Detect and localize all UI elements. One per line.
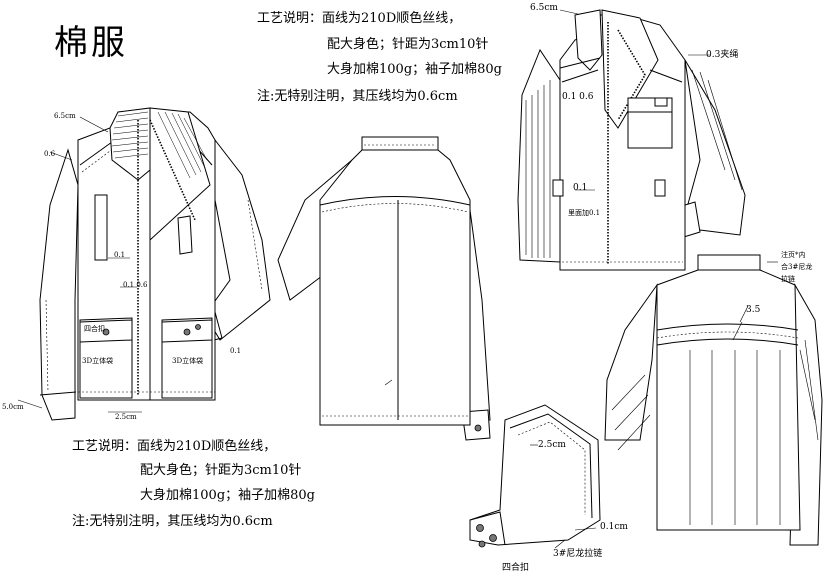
- label-front-pocket-right: 3D立体袋: [172, 357, 204, 365]
- label-front-center: 0.1 0.6: [123, 281, 148, 289]
- label-front-cuff-side: 0.1: [230, 347, 242, 355]
- page-title: 棉服: [54, 23, 128, 63]
- cuff-detail-sketch: [469, 404, 601, 549]
- label-back-note-3: 拉链: [781, 275, 795, 283]
- label-inner-side: 0.1: [573, 183, 588, 193]
- label-front-pocket-flap: 四合扣: [84, 325, 105, 333]
- inner-view-sketch: [517, 9, 746, 271]
- back-view-sketch: [277, 136, 491, 441]
- label-front-hem-left: 5.0cm: [2, 403, 24, 411]
- label-inner-zip: 0.1 0.6: [562, 92, 594, 102]
- label-cuff-edge: 0.1cm: [600, 522, 628, 532]
- note-top-line-4: 注:无特别注明，其压线均为0.6cm: [257, 89, 458, 104]
- label-front-zip: 0.1: [114, 251, 126, 259]
- label-cuff-snap: 四合扣: [502, 563, 530, 573]
- label-inner-collar: 6.5cm: [530, 3, 558, 13]
- label-front-yoke: 0.6: [44, 150, 56, 158]
- note-bottom-line-1: 工艺说明：面线为210D顺色丝线，: [72, 439, 277, 454]
- note-bottom-line-4: 注:无特别注明，其压线均为0.6cm: [72, 514, 273, 529]
- front-view-sketch: [17, 107, 271, 421]
- note-bottom-line-3: 大身加棉100g；袖子加棉80g: [140, 488, 315, 503]
- note-top-line-2: 配大身色；针距为3cm10针: [327, 37, 489, 52]
- label-inner-inside: 里面加0.1: [568, 209, 601, 217]
- label-cuff-zip: 3#尼龙拉链: [553, 549, 603, 559]
- label-front-collar: 6.5cm: [54, 112, 76, 120]
- note-bottom-line-2: 配大身色；针距为3cm10针: [140, 463, 302, 478]
- note-top-line-1: 工艺说明：面线为210D顺色丝线，: [257, 11, 462, 26]
- label-inner-cord: 0.3夹绳: [706, 50, 739, 60]
- label-back-note-1: 注页*内: [781, 251, 806, 259]
- back-detail-sketch: [604, 254, 823, 546]
- label-back-note-2: 合3#尼龙: [781, 263, 813, 271]
- note-top-line-3: 大身加棉100g；袖子加棉80g: [327, 62, 502, 77]
- label-cuff-width: 2.5cm: [538, 440, 566, 450]
- label-front-pocket-left: 3D立体袋: [82, 357, 114, 365]
- label-front-hem-width: 2.5cm: [115, 413, 137, 421]
- label-back-yoke: 3.5: [746, 305, 761, 315]
